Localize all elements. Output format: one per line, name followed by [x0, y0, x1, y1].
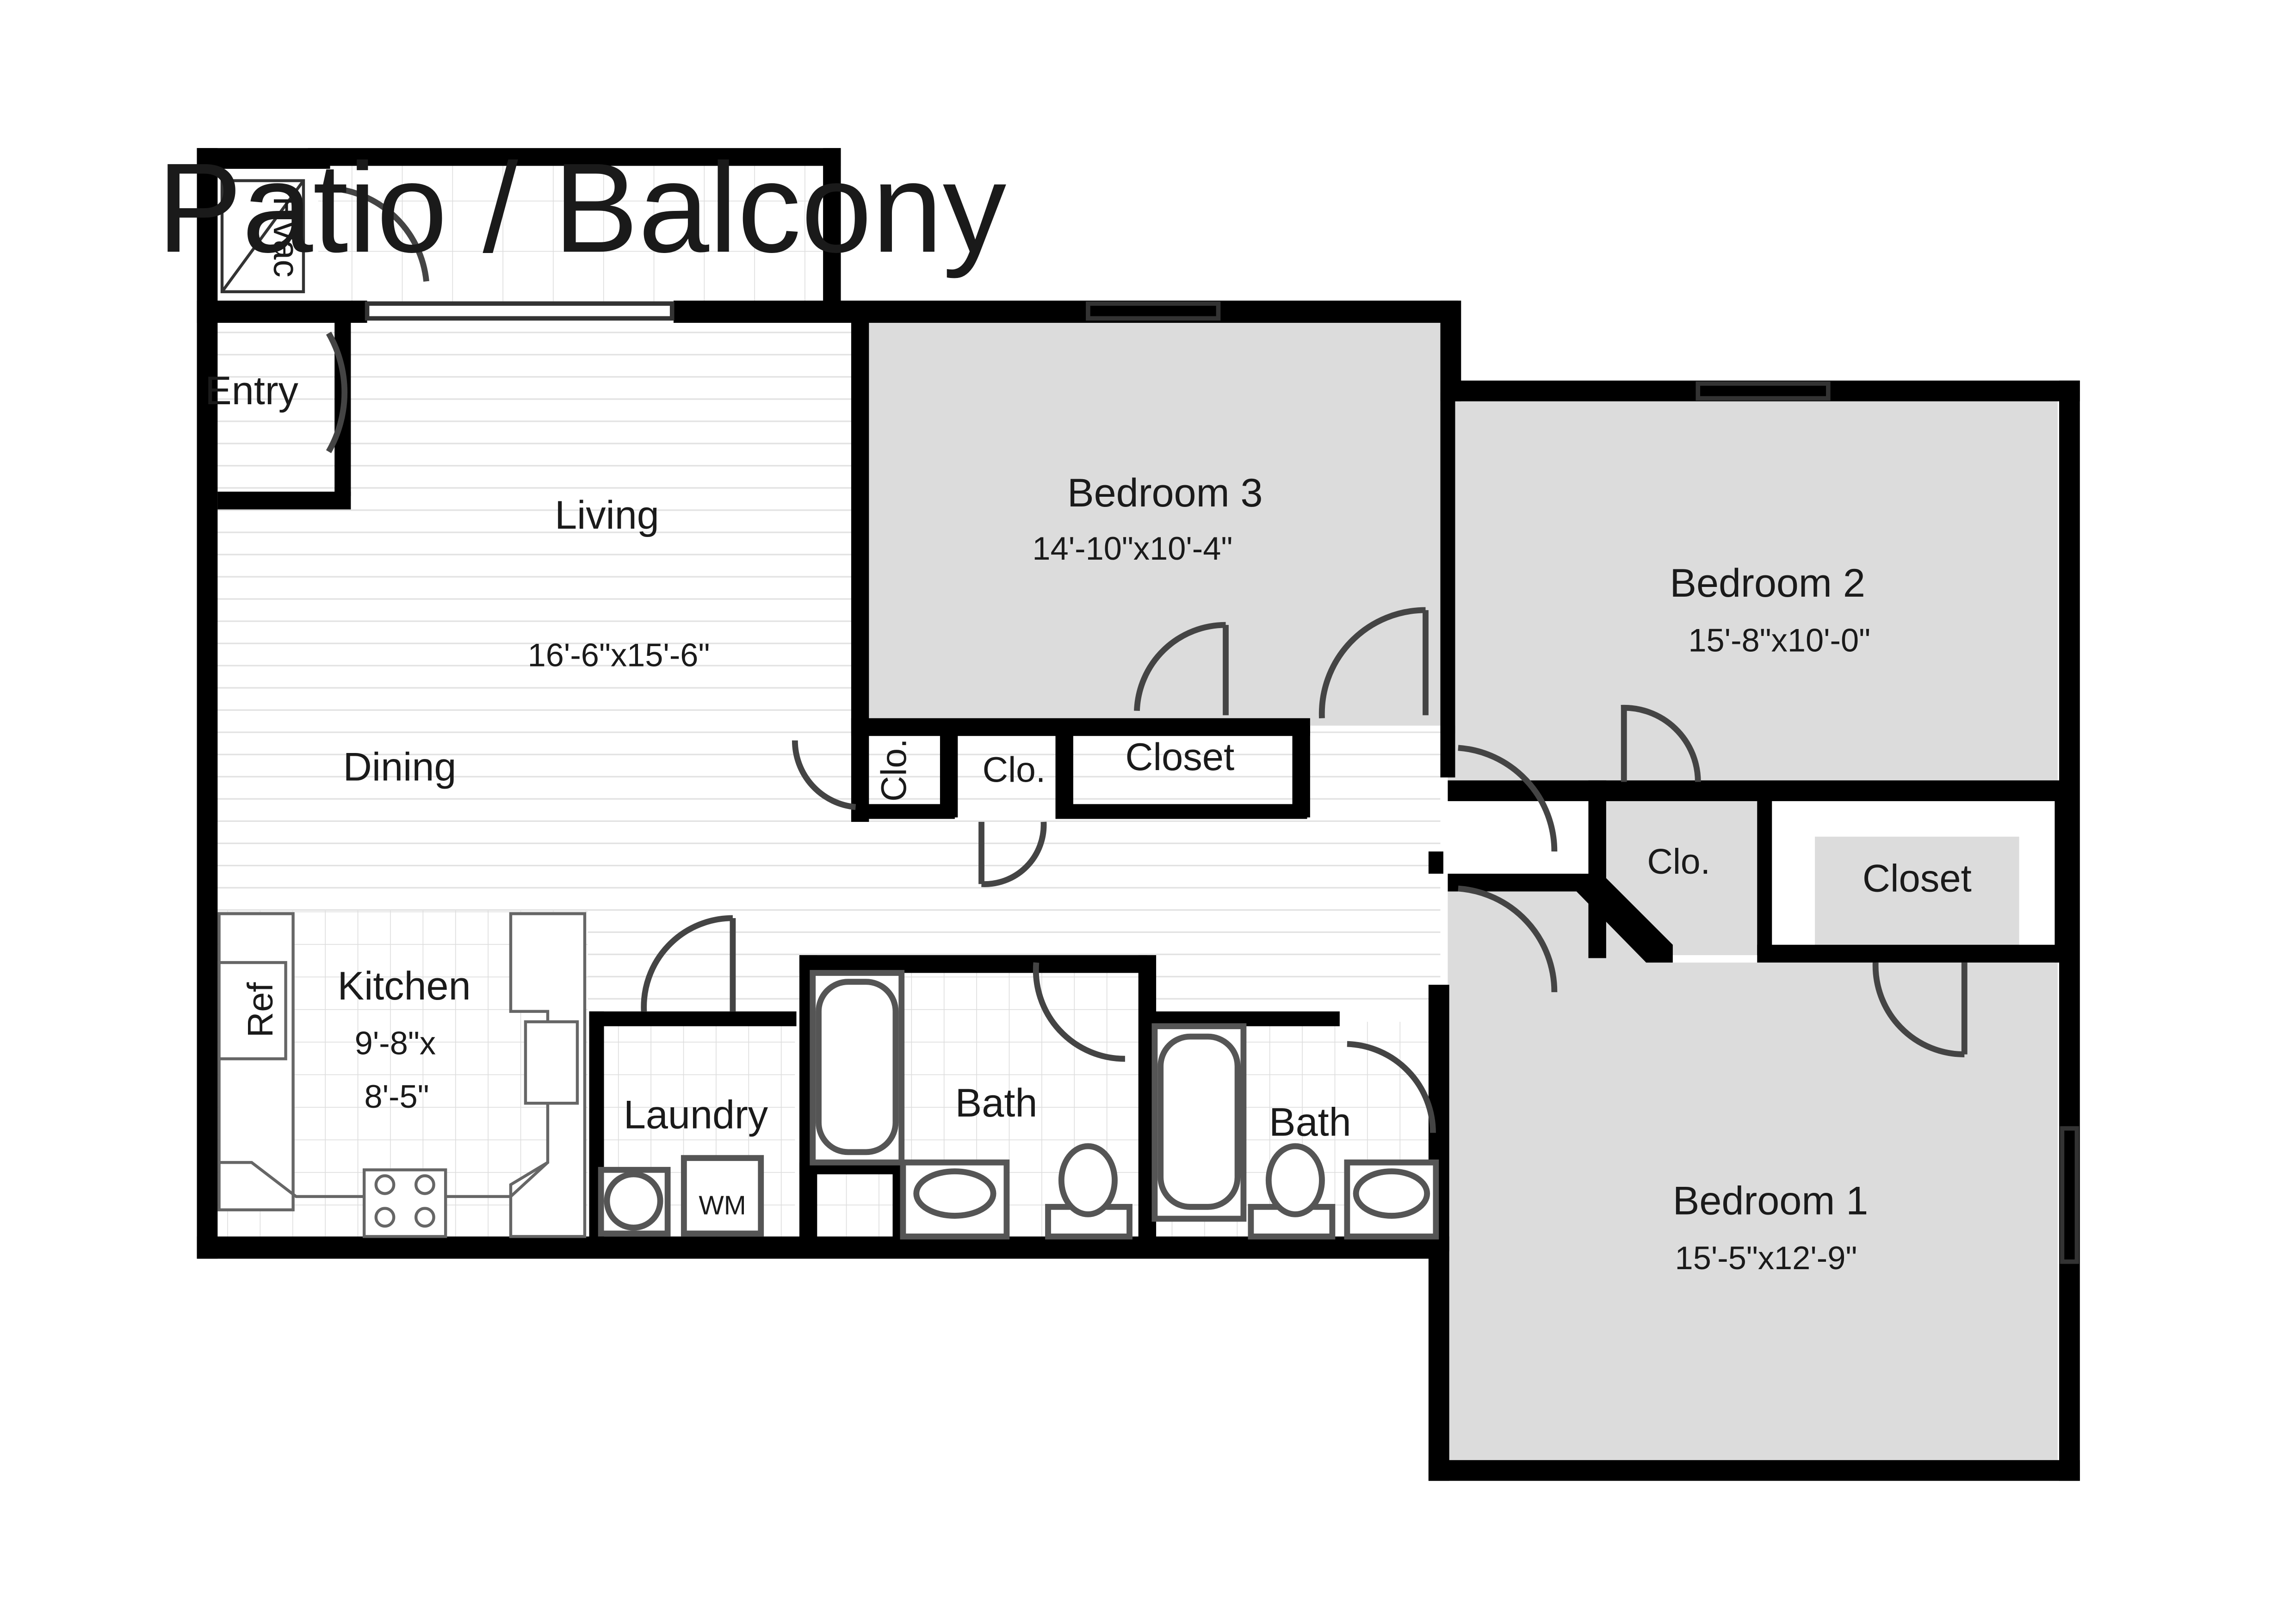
ref-label: Ref [241, 982, 280, 1037]
laundry-appliances [598, 1155, 764, 1237]
living-label: Living [555, 493, 659, 537]
closet-br3-label: Closet [1125, 735, 1234, 778]
bedroom3-floor [861, 318, 1441, 726]
closet-hall-label: Clo. [983, 750, 1046, 790]
bath-fixtures [810, 970, 1439, 1240]
kitchen-label: Kitchen [337, 964, 470, 1008]
closet-br1-label: Closet [1863, 857, 1972, 900]
windows [365, 301, 2079, 1264]
closet-br2-label: Clo. [1647, 842, 1710, 882]
bedroom1-label: Bedroom 1 [1673, 1179, 1869, 1223]
kitchen-dims-line2: 8'-5" [364, 1078, 429, 1115]
closet-vertical-label: Clo. [874, 739, 914, 802]
bedroom3-dims: 14'-10"x10'-4" [1032, 530, 1232, 567]
kitchen-dims-line1: 9'-8"x [355, 1025, 436, 1061]
closet-br1-floor [1815, 836, 2019, 956]
hvac-label: Hvac [266, 197, 306, 278]
dining-label: Dining [343, 745, 457, 789]
bedroom2-dims: 15'-8"x10'-0" [1688, 622, 1870, 659]
bedroom2-label: Bedroom 2 [1670, 561, 1865, 605]
patio-label: Patio / Balcony [157, 137, 1007, 279]
bedroom1-dims: 15'-5"x12'-9" [1675, 1240, 1857, 1276]
laundry-label: Laundry [624, 1093, 768, 1137]
walls [197, 148, 2080, 1481]
wm-label: WM [699, 1191, 746, 1220]
bedroom2-floor [1448, 397, 2058, 790]
doors [326, 185, 1968, 1133]
living-dims: 16'-6"x15'-6" [528, 637, 710, 673]
entry-label: Entry [205, 369, 298, 413]
patio-floor [318, 163, 829, 305]
bath-left-label: Bath [955, 1081, 1038, 1125]
bedroom3-label: Bedroom 3 [1067, 471, 1263, 515]
bath-right-label: Bath [1269, 1100, 1351, 1145]
kitchen-counters [217, 912, 587, 1238]
